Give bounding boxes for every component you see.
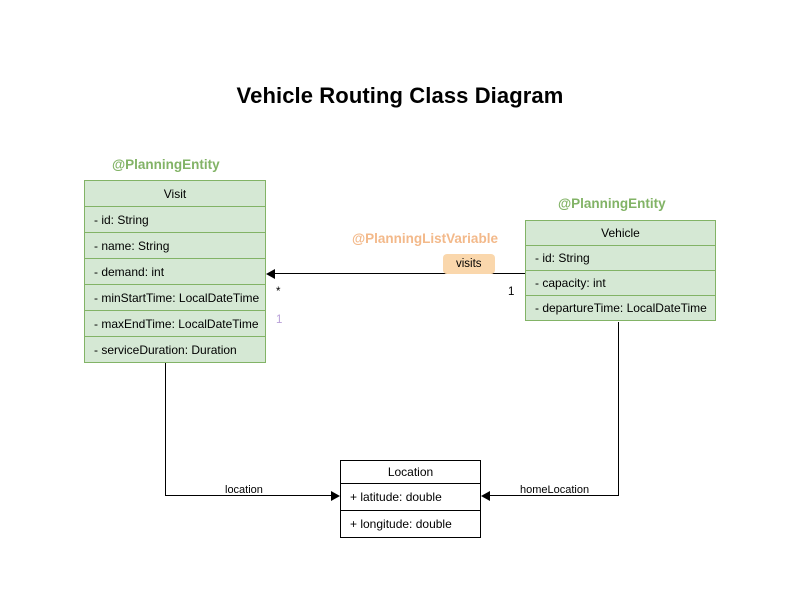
- class-box-visit[interactable]: Visit - id: String - name: String - dema…: [84, 180, 266, 363]
- arrowhead-vehicle-to-location: [481, 491, 490, 501]
- edge-visit-to-location-vertical: [165, 363, 166, 496]
- annotation-planning-entity-visit: @PlanningEntity: [112, 157, 220, 172]
- class-box-vehicle[interactable]: Vehicle - id: String - capacity: int - d…: [525, 220, 716, 321]
- class-attribute: - serviceDuration: Duration: [84, 336, 266, 363]
- edge-vehicle-to-visit: [275, 273, 525, 274]
- class-name-vehicle: Vehicle: [525, 220, 716, 246]
- edge-vehicle-to-location-vertical: [618, 322, 619, 496]
- multiplicity-visit-one: 1: [276, 314, 283, 326]
- class-attribute: - demand: int: [84, 258, 266, 285]
- class-attribute: + longitude: double: [340, 510, 481, 538]
- annotation-planning-entity-vehicle: @PlanningEntity: [558, 196, 666, 211]
- class-attribute: - id: String: [84, 206, 266, 233]
- class-attribute: - capacity: int: [525, 270, 716, 296]
- page-title: Vehicle Routing Class Diagram: [236, 83, 564, 108]
- annotation-planning-list-variable: @PlanningListVariable: [352, 231, 498, 246]
- class-attribute: - minStartTime: LocalDateTime: [84, 284, 266, 311]
- class-attribute: - name: String: [84, 232, 266, 259]
- class-attribute: + latitude: double: [340, 483, 481, 511]
- multiplicity-visit-many: *: [276, 286, 281, 298]
- multiplicity-vehicle-one: 1: [508, 286, 515, 298]
- class-name-visit: Visit: [84, 180, 266, 207]
- edge-label-home-location: homeLocation: [520, 484, 590, 496]
- edge-label-visits: visits: [443, 254, 495, 274]
- edge-label-location: location: [225, 484, 263, 496]
- class-name-location: Location: [340, 460, 481, 484]
- arrowhead-vehicle-to-visit: [266, 269, 275, 279]
- edge-vehicle-to-location-horizontal: [490, 495, 619, 496]
- class-attribute: - id: String: [525, 245, 716, 271]
- class-attribute: - maxEndTime: LocalDateTime: [84, 310, 266, 337]
- class-attribute: - departureTime: LocalDateTime: [525, 295, 716, 321]
- edge-visit-to-location-horizontal: [165, 495, 331, 496]
- arrowhead-visit-to-location: [331, 491, 340, 501]
- class-box-location[interactable]: Location + latitude: double + longitude:…: [340, 460, 481, 538]
